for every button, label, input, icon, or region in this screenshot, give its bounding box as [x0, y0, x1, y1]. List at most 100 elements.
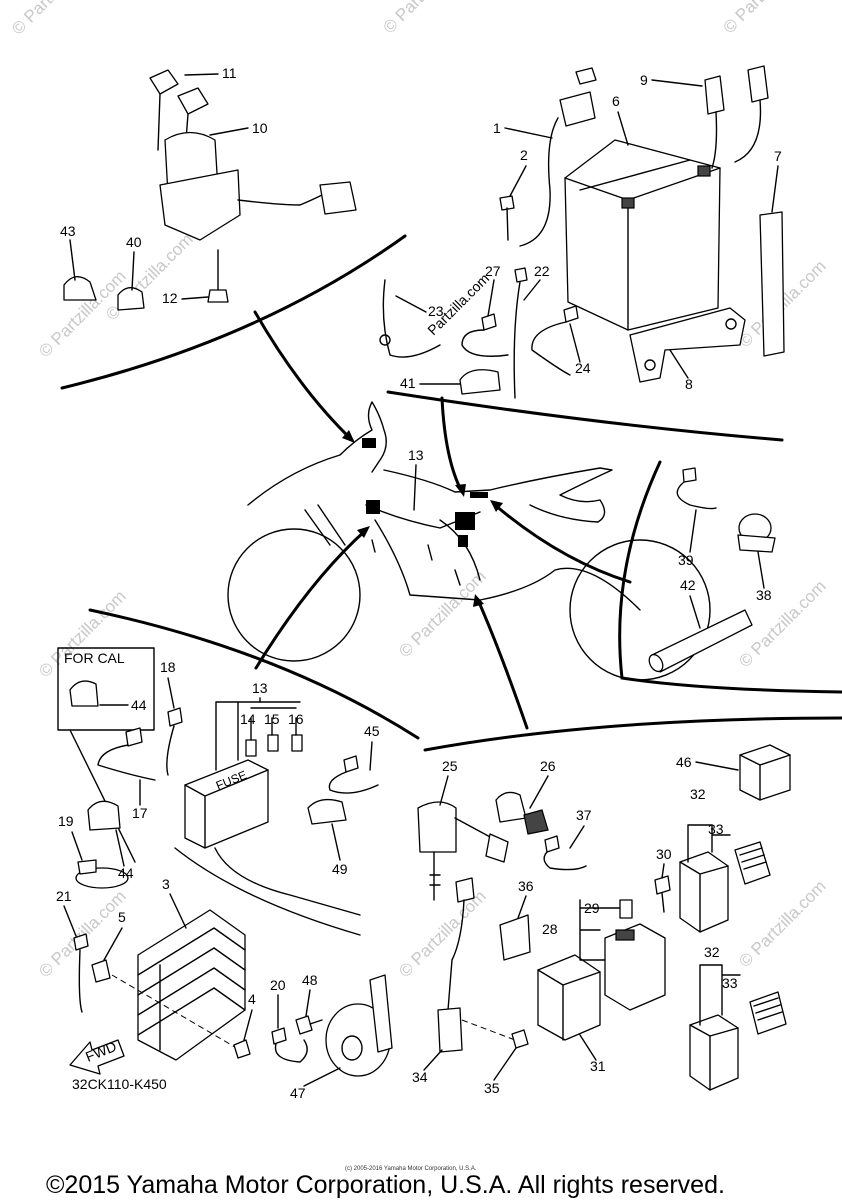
- label-33-lower: 33: [722, 975, 738, 991]
- sensor: [437, 1007, 463, 1053]
- switch-body: [417, 801, 457, 853]
- bolt-part-5: [91, 959, 111, 983]
- leader: [757, 551, 765, 589]
- clamp-tab: [77, 859, 97, 875]
- label-12: 12: [162, 290, 178, 306]
- bottom-left-boundary: [88, 608, 420, 740]
- cap-boot: [747, 65, 769, 103]
- pointer-leaders: [253, 310, 632, 730]
- label-27: 27: [485, 263, 501, 279]
- top-right-boundary: [386, 390, 784, 442]
- battery-cable-part-1: [519, 67, 597, 247]
- clamp: [459, 369, 501, 395]
- watermark: © Partzilla.com: [395, 887, 489, 981]
- connector: [455, 877, 475, 903]
- front-wheel: [227, 528, 361, 662]
- right-group: [648, 467, 776, 673]
- switch-connector: [485, 833, 509, 863]
- relay-brackets: [579, 899, 621, 961]
- seat-tank: [383, 467, 613, 523]
- cable-part-9: [704, 65, 769, 169]
- leader-ignition: [253, 310, 354, 442]
- rectifier-part-3: [111, 909, 246, 1061]
- bolt-head: [233, 1039, 251, 1059]
- leader: [689, 595, 701, 629]
- label-38: 38: [756, 587, 772, 603]
- rubber-band: [759, 211, 785, 357]
- tube: [651, 609, 753, 673]
- battery-terminal: [621, 197, 635, 209]
- relay-brackets: [699, 964, 741, 1026]
- leader: [689, 509, 697, 553]
- label-5: 5: [118, 909, 126, 925]
- switch-wire: [237, 194, 323, 206]
- bolt-path: [111, 974, 241, 1051]
- fuse-box-edges: [184, 769, 269, 849]
- relay-part-46: [739, 744, 791, 801]
- relay-cover: [749, 991, 787, 1035]
- label-24: 24: [575, 360, 591, 376]
- label-33-upper: 33: [708, 821, 724, 837]
- key-head: [177, 87, 209, 115]
- section-boundaries: [60, 234, 842, 752]
- tiny-copyright: (c) 2005-2016 Yamaha Motor Corporation, …: [345, 1166, 477, 1172]
- battery-part-6: [564, 139, 721, 331]
- leader: [569, 825, 585, 849]
- relay-part-32-upper: [679, 824, 731, 933]
- diagram-code: 32CK110-K450: [72, 1076, 167, 1092]
- label-19: 19: [58, 813, 74, 829]
- tie-head: [271, 1027, 287, 1045]
- leader: [103, 927, 123, 961]
- label-34: 34: [412, 1069, 428, 1085]
- mount-point: [366, 500, 380, 514]
- fuse: [267, 734, 279, 752]
- rectifier-fins: [137, 927, 246, 1051]
- clamp-part-19-44: [75, 800, 129, 889]
- label-14: 14: [240, 711, 256, 727]
- cover-part-33-upper: [734, 841, 771, 885]
- relay-brackets: [687, 824, 731, 863]
- for-cal-frame: [57, 647, 155, 731]
- label-32-upper: 32: [690, 786, 706, 802]
- battery-terminal: [697, 165, 711, 177]
- tie-part-18: [166, 707, 183, 776]
- cap-boot: [704, 75, 725, 115]
- tie-part-17: [97, 727, 156, 781]
- ring-terminal: [379, 334, 391, 346]
- fwd-arrow: FWD: [69, 1038, 125, 1075]
- for-cal-leader: [69, 729, 136, 863]
- tie-strap: [166, 725, 175, 776]
- bolt-part-2: [499, 195, 515, 241]
- watermark: © Partzilla.com: [395, 567, 489, 661]
- label-28: 28: [542, 921, 558, 937]
- clip-part-36: [499, 914, 531, 961]
- label-26: 26: [540, 758, 556, 774]
- leader: [369, 741, 373, 771]
- tie-strap: [461, 329, 509, 357]
- relay-cover: [734, 841, 771, 885]
- leader: [487, 279, 495, 317]
- for-cal-label: FOR CAL: [64, 650, 125, 666]
- switch-lead: [454, 817, 493, 839]
- tie-strap: [274, 1039, 308, 1063]
- clamp: [307, 798, 347, 825]
- relay-cap: [523, 809, 549, 835]
- leader: [243, 1009, 253, 1041]
- leader-battery: [440, 396, 464, 494]
- watermark: © Partzilla.com: [8, 0, 102, 39]
- leader: [209, 127, 249, 136]
- switch-connector: [319, 181, 357, 215]
- watermark: © Partzilla.com: [379, 0, 473, 37]
- tie-head: [682, 467, 697, 483]
- relay-body: [689, 1014, 739, 1091]
- watermark: © Partzilla.com: [719, 0, 813, 37]
- label-47: 47: [290, 1085, 306, 1101]
- tie-strap: [531, 321, 571, 376]
- part-number-labels: 11 10 43 40 12 1 2 6 9 7 27 22 23 24 41 …: [56, 65, 782, 1101]
- starter-relay-part-28: [579, 899, 666, 1011]
- clamp: [117, 287, 145, 311]
- leader: [71, 831, 83, 861]
- label-31: 31: [590, 1058, 606, 1074]
- leader: [669, 349, 689, 379]
- relay-edges: [679, 861, 729, 933]
